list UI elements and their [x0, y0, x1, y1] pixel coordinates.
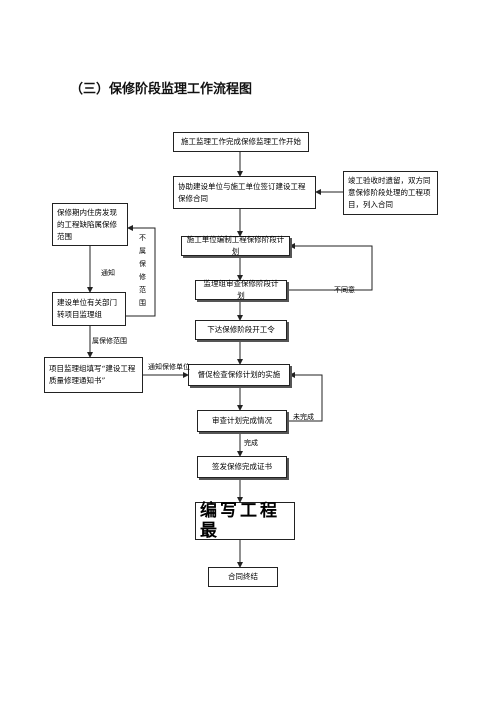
- loop-disagree: [287, 243, 373, 291]
- node-acceptance-issues: 竣工验收时遗留，双方同意保修阶段处理的工程项目，列入合同: [343, 171, 438, 215]
- loop-not-completed: [287, 372, 323, 422]
- node-issue-order-text: 下达保修阶段开工令: [207, 325, 275, 334]
- node-review-completion-text: 审查计划完成情况: [212, 416, 272, 425]
- node-owner-finds-defects-text: 保修期内住房发现的工程缺陷属保修范围: [57, 207, 117, 241]
- node-fill-notice: 项目监理组填写“建设工程质量修理通知书”: [44, 357, 143, 393]
- loop-not-in-scope: [108, 225, 156, 317]
- node-assist-contract-text: 协助建设单位与施工单位签订建设工程保修合同: [178, 181, 306, 203]
- label-not-in-scope: 不属保修范围: [139, 234, 146, 307]
- node-start-text: 施工监理工作完成保修监理工作开始: [181, 137, 301, 146]
- node-review-completion: 审查计划完成情况: [197, 410, 287, 432]
- node-supervise-impl: 督促检查保修计划的实施: [188, 364, 290, 386]
- node-contractor-plan-text: 施工单位编制工程保修阶段计划: [186, 235, 285, 256]
- node-contract-end-text: 合同终结: [228, 572, 258, 581]
- label-not-completed: 未完成: [293, 413, 314, 421]
- label-completed: 完成: [244, 439, 258, 447]
- node-issue-certificate: 签发保修完成证书: [197, 456, 287, 478]
- page-title: （三）保修阶段监理工作流程图: [70, 82, 253, 97]
- node-issue-certificate-text: 签发保修完成证书: [212, 462, 272, 471]
- node-supervisor-review-text: 监理组审查保修阶段计划: [203, 279, 279, 300]
- label-disagree: 不同意: [334, 286, 355, 294]
- node-write-report-text: 编写工程最: [200, 501, 280, 541]
- node-contract-end: 合同终结: [208, 567, 278, 587]
- node-contractor-plan: 施工单位编制工程保修阶段计划: [181, 235, 290, 256]
- node-supervise-impl-text: 督促检查保修计划的实施: [197, 370, 281, 379]
- node-acceptance-issues-text: 竣工验收时遗留，双方同意保修阶段处理的工程项目，列入合同: [348, 176, 431, 209]
- label-notify-contractor: 通知保修单位: [148, 363, 190, 371]
- node-write-report: 编写工程最: [195, 501, 295, 541]
- node-fill-notice-text: 项目监理组填写“建设工程质量修理通知书”: [49, 364, 136, 385]
- node-owner-dept-forward-text: 建设单位有关部门转项目监理组: [57, 298, 117, 319]
- node-issue-order: 下达保修阶段开工令: [195, 320, 287, 340]
- node-supervisor-review: 监理组审查保修阶段计划: [195, 279, 287, 300]
- node-assist-contract: 协助建设单位与施工单位签订建设工程保修合同: [173, 176, 316, 209]
- node-start: 施工监理工作完成保修监理工作开始: [173, 132, 309, 152]
- node-owner-finds-defects: 保修期内住房发现的工程缺陷属保修范围: [52, 203, 128, 246]
- node-owner-dept-forward: 建设单位有关部门转项目监理组: [52, 292, 126, 326]
- label-in-scope: 属保修范围: [92, 337, 127, 345]
- label-notify: 通知: [101, 269, 115, 277]
